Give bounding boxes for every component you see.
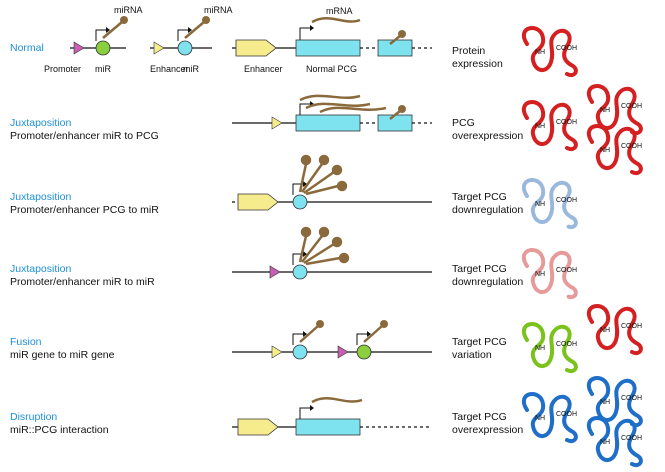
row-title: Normal xyxy=(10,42,44,54)
promoter-icon xyxy=(337,345,349,359)
row-normal: Normal miRNA Promoter miR miRNA Enhancer… xyxy=(10,5,578,78)
enhancer-icon xyxy=(153,41,165,55)
svg-text:NH: NH xyxy=(535,415,545,422)
protein-icon: NH COOH xyxy=(521,25,578,78)
mir-gene xyxy=(177,40,193,56)
svg-text:COOH: COOH xyxy=(556,119,577,126)
mir-label: miR xyxy=(95,64,111,74)
protein-faded-icon: NH COOH xyxy=(521,177,578,230)
protein-faded-icon: NH COOH xyxy=(521,247,578,300)
pcg-exon xyxy=(377,39,413,57)
outcome-line1: Target PCG xyxy=(452,191,507,203)
protein-icon: NH COOH xyxy=(586,415,643,468)
enhancer-icon xyxy=(271,116,283,130)
row-title: Juxtaposition xyxy=(10,263,71,275)
enhancer-label: Enhancer xyxy=(244,64,283,74)
pcg-exon xyxy=(295,114,361,132)
mrna-label: mRNA xyxy=(326,6,353,16)
svg-text:COOH: COOH xyxy=(556,197,577,204)
promoter-icon xyxy=(73,41,85,55)
protein-icon: NH COOH xyxy=(586,123,643,176)
promoter-label: Promoter xyxy=(44,64,81,74)
outcome-line1: Target PCG xyxy=(452,336,507,348)
outcome-line2: downregulation xyxy=(452,204,523,216)
svg-text:COOH: COOH xyxy=(556,267,577,274)
svg-text:COOH: COOH xyxy=(621,103,642,110)
enhancer-label: Enhancer xyxy=(150,64,189,74)
mir-gene xyxy=(95,40,111,56)
mrna-strand xyxy=(311,17,361,24)
outcome-line2: downregulation xyxy=(452,276,523,288)
enhancer-block xyxy=(235,39,277,57)
enhancer-block xyxy=(237,418,279,436)
mirna-label: miRNA xyxy=(204,5,233,15)
row-subtitle: miR gene to miR gene xyxy=(10,349,115,361)
svg-text:COOH: COOH xyxy=(621,435,642,442)
protein-icon: NH COOH xyxy=(586,83,643,136)
pcg-label: Normal PCG xyxy=(306,64,357,74)
pcg-exon xyxy=(295,39,361,57)
svg-text:NH: NH xyxy=(600,327,610,334)
outcome-line1: Target PCG xyxy=(452,411,507,423)
mirna-label: miRNA xyxy=(114,5,143,15)
svg-text:COOH: COOH xyxy=(621,143,642,150)
mir-gene xyxy=(356,344,372,360)
svg-text:NH: NH xyxy=(535,123,545,130)
row-title: Disruption xyxy=(10,411,57,423)
protein-variant-icon: NH COOH xyxy=(521,321,578,374)
mir-label: miR xyxy=(183,64,199,74)
mirna-cluster xyxy=(298,226,350,266)
row-title: Juxtaposition xyxy=(10,117,71,129)
row-subtitle: miR::PCG interaction xyxy=(10,424,109,436)
tss-arrow-icon xyxy=(106,27,110,33)
svg-text:NH: NH xyxy=(535,201,545,208)
mirna-cluster xyxy=(298,154,348,196)
outcome-line1: Target PCG xyxy=(452,263,507,275)
outcome-line2: overexpression xyxy=(452,130,523,142)
row-fusion: Fusion miR gene to miR gene Target PCG v… xyxy=(10,303,643,374)
mirna-head xyxy=(120,16,128,24)
promoter-icon xyxy=(269,265,281,279)
enhancer-icon xyxy=(271,345,283,359)
protein-icon: NH COOH xyxy=(521,99,578,152)
svg-text:NH: NH xyxy=(600,439,610,446)
outcome-line1: Protein xyxy=(452,45,485,57)
protein-icon: NH COOH xyxy=(586,303,643,356)
row-title: Fusion xyxy=(10,336,42,348)
svg-text:NH: NH xyxy=(535,49,545,56)
enhancer-block xyxy=(237,193,279,211)
outcome-line2: variation xyxy=(452,349,492,361)
svg-text:NH: NH xyxy=(535,345,545,352)
protein-icon: NH COOH xyxy=(586,375,643,428)
mirna-binding-icon xyxy=(398,30,406,38)
row-disruption: Disruption miR::PCG interaction Target P… xyxy=(10,375,643,468)
svg-text:COOH: COOH xyxy=(621,395,642,402)
row-subtitle: Promoter/enhancer miR to PCG xyxy=(10,130,159,142)
row-subtitle: Promoter/enhancer miR to miR xyxy=(10,276,155,288)
svg-text:COOH: COOH xyxy=(621,323,642,330)
svg-text:COOH: COOH xyxy=(556,341,577,348)
mir-gene xyxy=(292,194,308,210)
row-title: Juxtaposition xyxy=(10,191,71,203)
svg-text:COOH: COOH xyxy=(556,411,577,418)
row-juxtaposition-3: Juxtaposition Promoter/enhancer miR to m… xyxy=(10,226,578,300)
svg-text:COOH: COOH xyxy=(556,45,577,52)
outcome-line2: overexpression xyxy=(452,424,523,436)
row-juxtaposition-2: Juxtaposition Promoter/enhancer PCG to m… xyxy=(10,154,578,230)
outcome-line2: expression xyxy=(452,58,503,70)
mir-gene xyxy=(292,344,308,360)
outcome-line1: PCG xyxy=(452,117,475,129)
mirna-stem xyxy=(102,21,123,39)
protein-icon: NH COOH xyxy=(521,391,578,444)
row-juxtaposition-1: Juxtaposition Promoter/enhancer miR to P… xyxy=(10,83,643,176)
row-subtitle: Promoter/enhancer PCG to miR xyxy=(10,204,159,216)
mir-gene xyxy=(292,264,308,280)
svg-text:NH: NH xyxy=(535,271,545,278)
pcg-exon xyxy=(295,418,361,436)
svg-text:NH: NH xyxy=(600,399,610,406)
svg-text:NH: NH xyxy=(600,107,610,114)
svg-text:NH: NH xyxy=(600,147,610,154)
